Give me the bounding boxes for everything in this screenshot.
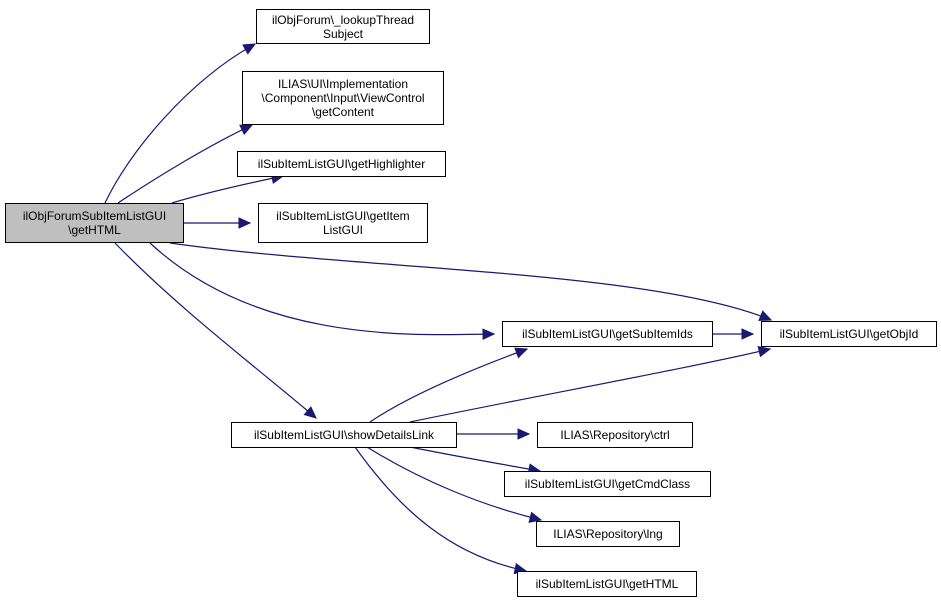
node-label: ilSubItemListGUI\getHTML [535,577,679,591]
edge-line [149,242,495,336]
arrow-head-icon [528,511,543,523]
edge-showDetailsLink-to-getObjId [409,345,772,423]
node-label: ilSubItemListGUI\getHighlighter [257,157,426,171]
edge-showDetailsLink-to-lng [366,446,543,523]
edge-showDetailsLink-to-getHTML [354,446,528,575]
arrow-head-icon [741,328,755,340]
edge-showDetailsLink-to-getCmdClass [409,446,542,475]
arrow-head-icon [757,345,772,358]
arrow-head-icon [758,310,773,321]
node-ctrl[interactable]: ILIAS\Repository\ctrl [537,422,693,448]
node-label: ilSubItemListGUI\getCmdClass [524,477,691,491]
arrow-head-icon [514,347,529,359]
node-root: ilObjForumSubItemListGUI \getHTML [5,203,184,243]
node-showDetailsLink[interactable]: ilSubItemListGUI\showDetailsLink [231,422,457,448]
edge-showDetailsLink-to-getSubItemIds [369,347,529,423]
node-label: ilSubItemListGUI\getSubItemIds [522,327,693,341]
node-lookupThread[interactable]: ilObjForum\_lookupThread Subject [256,9,430,44]
edge-root-to-showDetailsLink [114,242,317,419]
node-getObjId[interactable]: ilSubItemListGUI\getObjId [761,321,937,347]
edge-line [369,348,528,423]
edge-root-to-lookupThread [104,43,257,204]
node-label: ILIAS\Repository\ctrl [560,428,670,442]
node-label: ILIAS\UI\Implementation \Component\Input… [261,77,425,119]
arrow-head-icon [238,217,252,229]
arrow-head-icon [482,328,496,340]
node-lng[interactable]: ILIAS\Repository\lng [536,521,680,547]
edge-line [117,124,253,204]
edge-root-to-getItemListGUI [184,217,252,229]
node-label: ilObjForum\_lookupThread Subject [271,12,415,41]
edge-getSubItemIds-to-getObjId [713,328,755,340]
node-label: ILIAS\Repository\lng [553,527,663,541]
edge-line [114,242,317,419]
edge-showDetailsLink-to-ctrl [457,428,531,440]
edge-line [104,43,256,204]
edge-root-to-viewControl [117,124,254,204]
node-label: ilSubItemListGUI\getItem ListGUI [276,209,410,237]
edge-line [409,446,541,472]
node-label: ilObjForumSubItemListGUI \getHTML [22,209,167,237]
edge-root-to-getSubItemIds [149,242,496,340]
node-getCmdClass[interactable]: ilSubItemListGUI\getCmdClass [504,471,711,497]
edge-line [169,242,772,321]
arrow-head-icon [242,43,257,55]
node-getSubItemIds[interactable]: ilSubItemListGUI\getSubItemIds [502,321,713,347]
edge-root-to-getHighlighter [171,172,285,204]
arrow-head-icon [517,428,531,440]
node-label: ilSubItemListGUI\showDetailsLink [253,428,435,442]
edge-line [366,446,542,521]
node-getHTML[interactable]: ilSubItemListGUI\getHTML [517,571,697,597]
edge-line [409,348,771,423]
node-label: ilSubItemListGUI\getObjId [779,327,919,341]
edge-line [171,175,284,204]
arrow-head-icon [303,406,317,419]
node-getItemListGUI[interactable]: ilSubItemListGUI\getItem ListGUI [258,203,428,243]
edge-root-to-getObjId [169,242,773,321]
arrow-head-icon [239,124,254,136]
node-viewControl[interactable]: ILIAS\UI\Implementation \Component\Input… [242,71,444,125]
node-getHighlighter[interactable]: ilSubItemListGUI\getHighlighter [237,151,446,177]
edge-line [354,446,527,572]
